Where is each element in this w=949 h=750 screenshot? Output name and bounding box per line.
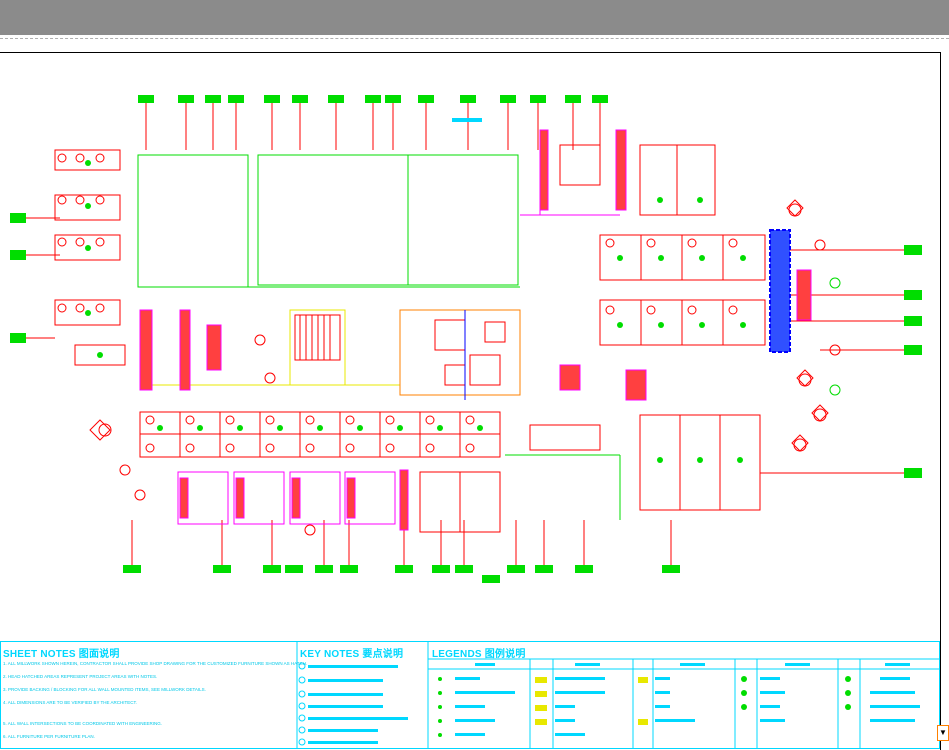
stair	[294, 314, 341, 361]
sheet-note-1: 1. ALL MILLWORK SHOWN HEREIN, CONTRACTOR…	[3, 661, 308, 666]
area-label-tag	[452, 118, 482, 122]
sheet-note-2: 2. HEAD HATCHED AREAS REPRESENT PROJECT …	[3, 674, 158, 679]
workstation-markers	[85, 160, 841, 463]
selection-highlight	[769, 229, 791, 353]
drawing-sheet-border	[0, 52, 941, 750]
key-notes-title: KEY NOTES 要点说明	[300, 649, 404, 660]
meeting-room	[434, 310, 506, 400]
bottom-callout-tags	[123, 520, 680, 583]
viewer-toolbar	[0, 0, 949, 35]
sheet-note-6: 6. ALL FURNITURE PER FURNITURE PLAN.	[3, 734, 95, 739]
notes-grid	[0, 641, 940, 749]
workstation-desks	[54, 144, 766, 533]
side-callout-tags	[10, 213, 922, 478]
chairs	[57, 153, 841, 536]
floor-plan-drawing[interactable]	[0, 0, 949, 640]
lounge-tables	[89, 199, 829, 452]
sheet-note-5: 5. ALL WALL INTERSECTIONS TO BE COORDINA…	[3, 721, 163, 726]
sheet-note-4: 4. ALL DIMENSIONS ARE TO BE VERIFIED BY …	[3, 700, 138, 705]
millwork-hatching	[139, 129, 812, 531]
legends-title: LEGENDS 图例说明	[432, 649, 526, 660]
sheet-note-3: 3. PROVIDE BACKING / BLOCKING FOR ALL WA…	[3, 687, 206, 692]
top-callout-tags	[138, 95, 608, 150]
walls	[137, 130, 621, 520]
sheet-notes-title: SHEET NOTES 图面说明	[3, 649, 120, 660]
sheet-notes-panel: SHEET NOTES 图面说明 KEY NOTES 要点说明 LEGENDS …	[0, 641, 940, 749]
viewport-divider	[0, 38, 949, 39]
corner-marker[interactable]: ▼	[937, 725, 949, 741]
